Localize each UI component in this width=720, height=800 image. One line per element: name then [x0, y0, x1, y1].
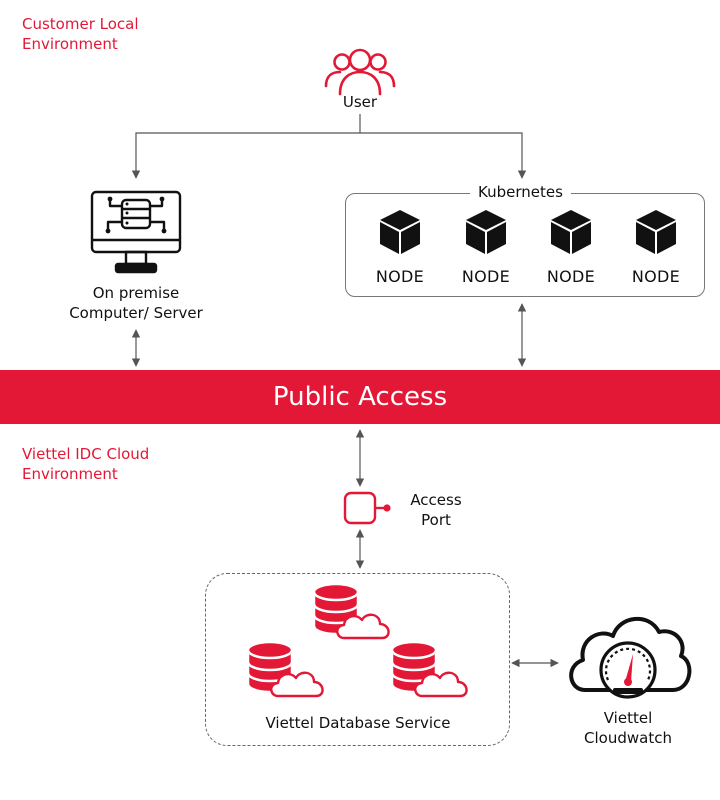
access-port-label: Access Port [396, 490, 476, 530]
node-label-2: NODE [461, 267, 511, 286]
cloud-database-icon [246, 640, 328, 702]
cloud-database-icon [390, 640, 472, 702]
kubernetes-node-4 [634, 208, 678, 260]
cube-icon [466, 210, 506, 254]
customer-env-line-2: Environment [22, 35, 118, 53]
cloud-env-line-2: Environment [22, 465, 118, 483]
on-premise-line-1: On premise [92, 284, 180, 302]
on-premise-line-2: Computer/ Server [69, 304, 203, 322]
cloud-gauge-icon [563, 600, 693, 704]
access-port-line-2: Port [421, 511, 451, 529]
cube-icon [551, 210, 591, 254]
cube-icon [380, 210, 420, 254]
database-service-box [205, 573, 510, 746]
public-access-label: Public Access [272, 382, 448, 412]
node-label-1: NODE [375, 267, 425, 286]
kubernetes-title: Kubernetes [470, 182, 571, 202]
users-icon [320, 42, 400, 96]
cloud-database-icon [312, 582, 394, 644]
database-service-label: Viettel Database Service [265, 714, 451, 732]
customer-environment-label: Customer Local Environment [22, 14, 139, 54]
kubernetes-node-3 [549, 208, 593, 260]
cloudwatch-line-2: Cloudwatch [584, 729, 672, 747]
cloudwatch-line-1: Viettel [603, 709, 653, 727]
cloudwatch-label: Viettel Cloudwatch [578, 708, 678, 748]
user-label: User [342, 93, 378, 111]
access-port-line-1: Access [410, 491, 462, 509]
node-label-3: NODE [546, 267, 596, 286]
on-premise-label: On premise Computer/ Server [46, 283, 226, 323]
cloud-environment-label: Viettel IDC Cloud Environment [22, 444, 149, 484]
node-label-4: NODE [631, 267, 681, 286]
cube-icon [636, 210, 676, 254]
port-icon [343, 491, 393, 531]
kubernetes-node-1 [378, 208, 422, 260]
user-branch-line [131, 132, 527, 179]
server-monitor-icon [90, 190, 182, 276]
customer-env-line-1: Customer Local [22, 15, 139, 33]
public-access-band: Public Access [0, 370, 720, 424]
kubernetes-node-2 [464, 208, 508, 260]
cloud-env-line-1: Viettel IDC Cloud [22, 445, 150, 463]
